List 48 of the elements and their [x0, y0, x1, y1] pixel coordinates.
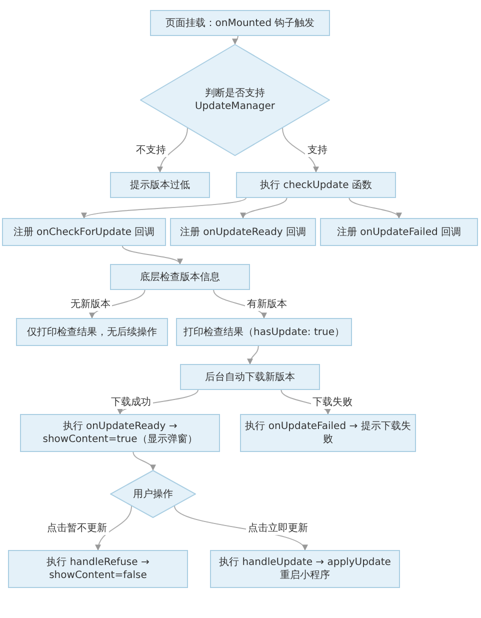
- process-box: [2, 218, 166, 246]
- process-box: [20, 414, 220, 452]
- box-text: 页面挂载：onMounted 钩子触发: [165, 16, 315, 30]
- edge-label: 有新版本: [244, 297, 289, 311]
- box-text: 执行 handleRefuse → showContent=false: [46, 556, 150, 582]
- process-box: [150, 10, 330, 36]
- box-text: 底层检查版本信息: [140, 270, 220, 284]
- process-box: [240, 414, 416, 452]
- arrow: [247, 346, 259, 365]
- process-box: [8, 550, 188, 588]
- box-text: 执行 onUpdateReady → showContent=true（显示弹窗）: [42, 420, 198, 446]
- edge-label: 点击暂不更新: [44, 521, 109, 535]
- box-text: 执行 onUpdateFailed → 提示下载失败: [244, 420, 412, 446]
- arrow: [242, 198, 288, 219]
- edge-label: 不支持: [134, 143, 168, 157]
- arrow: [158, 128, 188, 173]
- edge-label: 支持: [305, 143, 330, 157]
- arrow: [132, 452, 155, 471]
- arrow: [84, 198, 246, 218]
- decision-label: 判断是否支持 UpdateManager: [194, 87, 276, 113]
- arrow: [282, 128, 318, 173]
- decision-label: 用户操作: [133, 488, 173, 500]
- box-text: 执行 handleUpdate → applyUpdate 重启小程序: [218, 556, 392, 582]
- arrow: [348, 198, 400, 219]
- arrow: [122, 246, 180, 265]
- box-text: 打印检查结果（hasUpdate: true）: [184, 326, 344, 338]
- process-box: [110, 172, 210, 198]
- process-box: [16, 318, 168, 346]
- box-text: 注册 onUpdateReady 回调: [180, 226, 306, 238]
- process-box: [236, 172, 396, 198]
- arrow: [232, 36, 238, 45]
- process-box: [110, 264, 250, 290]
- box-text: 执行 checkUpdate 函数: [260, 178, 372, 192]
- process-box: [320, 218, 478, 246]
- process-box: [180, 364, 320, 390]
- edge-label: 点击立即更新: [246, 521, 310, 535]
- edge-label: 无新版本: [68, 297, 112, 311]
- process-box: [170, 218, 316, 246]
- box-text: 注册 onUpdateFailed 回调: [336, 226, 462, 238]
- process-box: [176, 318, 352, 346]
- box-text: 注册 onCheckForUpdate 回调: [13, 226, 155, 238]
- edge-label: 下载失败: [310, 395, 355, 409]
- edge-label: 下载成功: [109, 395, 153, 409]
- process-box: [210, 550, 400, 588]
- box-text: 后台自动下载新版本: [205, 370, 295, 384]
- box-text: 提示版本过低: [130, 178, 190, 192]
- box-text: 仅打印检查结果，无后续操作: [27, 326, 157, 338]
- arrow: [96, 506, 132, 551]
